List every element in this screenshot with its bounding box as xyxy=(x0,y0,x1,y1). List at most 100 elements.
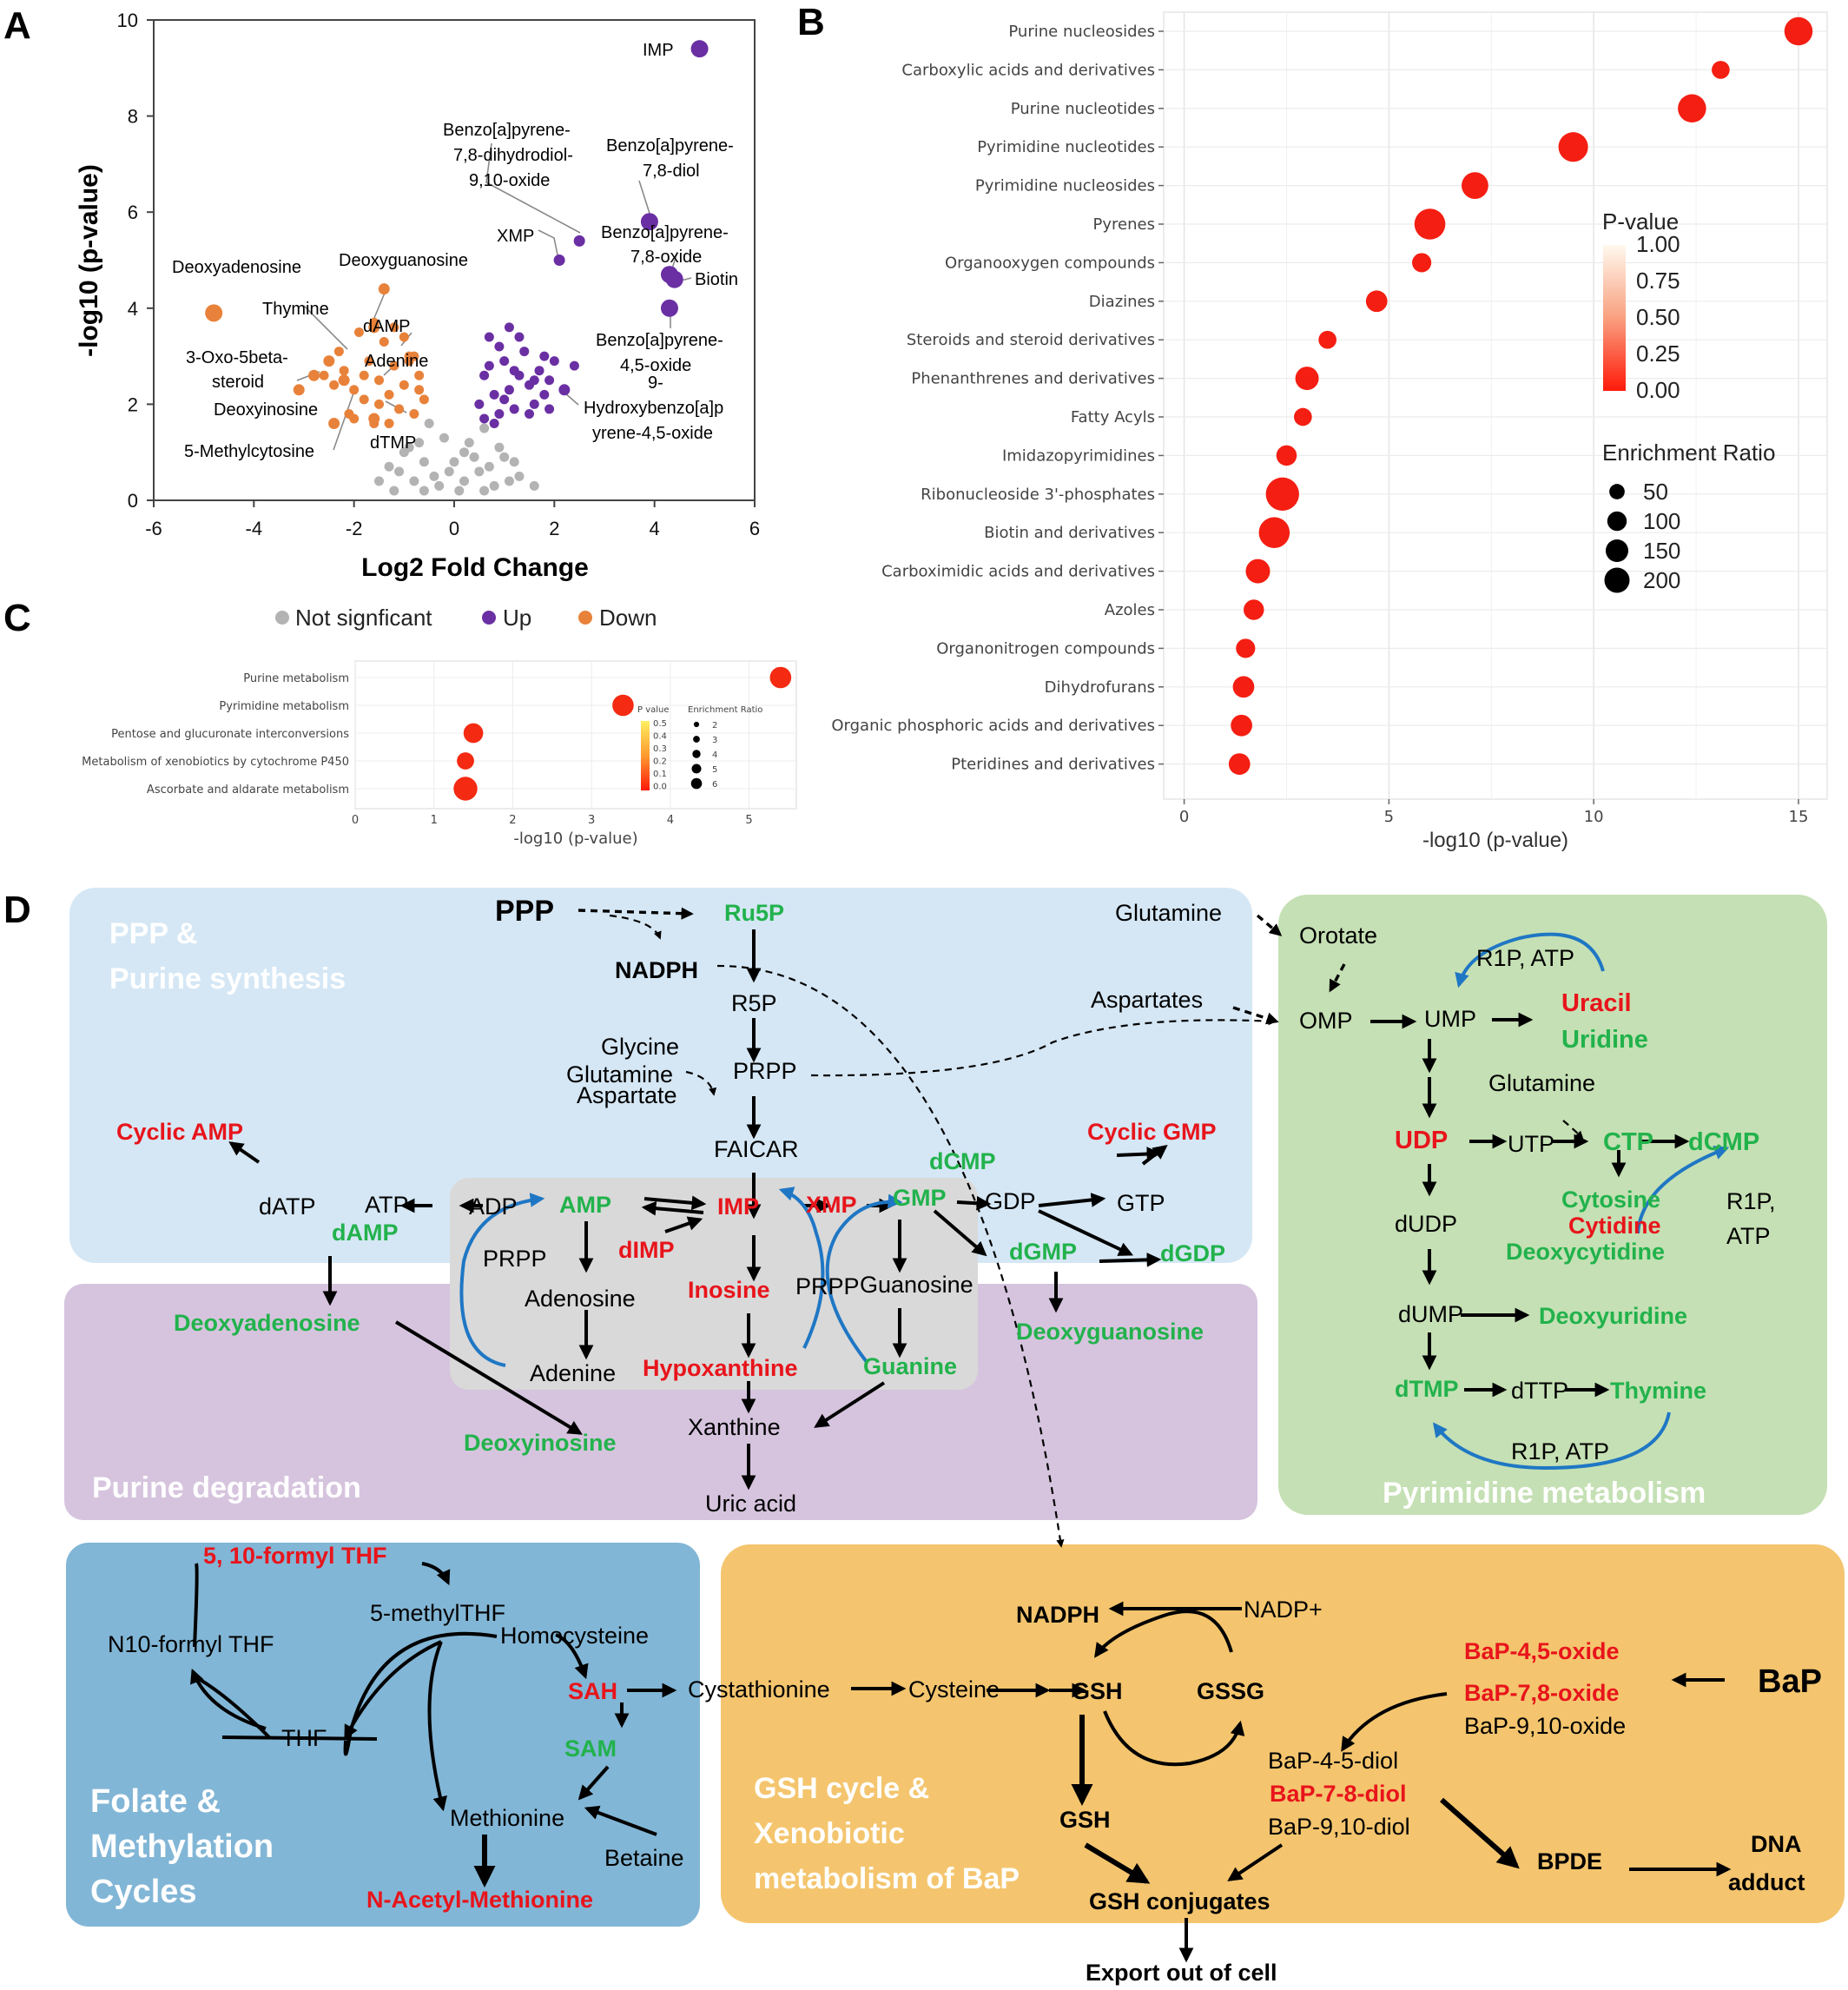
node-dna-adduct-1: DNA xyxy=(1751,1831,1802,1857)
volcano-point xyxy=(479,486,490,496)
volcano-point xyxy=(384,419,394,429)
region-label-folate-3: Cycles xyxy=(90,1874,197,1910)
node-inosine: Inosine xyxy=(688,1277,770,1303)
volcano-point xyxy=(379,337,389,347)
volcano-point xyxy=(339,366,349,376)
volcano-point xyxy=(404,356,414,367)
node-dttp: dTTP xyxy=(1511,1378,1568,1404)
volcano-point xyxy=(333,347,344,357)
volcano-point xyxy=(519,347,530,357)
volcano-labeled-point xyxy=(205,304,223,322)
enrichment-b-point xyxy=(1462,172,1488,200)
region-ppp-purine-synthesis xyxy=(69,888,1252,1263)
enrichment-c-x-tick-label: 4 xyxy=(667,814,674,827)
volcano-point xyxy=(489,389,499,400)
node-sam: SAM xyxy=(564,1735,617,1762)
enrichment-ratio-legend-dot xyxy=(1604,567,1630,593)
pvalue-colorbar xyxy=(1603,245,1626,391)
volcano-labeled-point xyxy=(323,355,335,367)
annotation-imp: IMP xyxy=(643,41,674,60)
volcano-point xyxy=(419,457,429,467)
node-r1p-atp-c: R1P, ATP xyxy=(1511,1438,1609,1464)
enrichment-ratio-legend-label: 200 xyxy=(1643,567,1680,593)
volcano-point xyxy=(349,385,360,395)
volcano-labeled-point xyxy=(328,418,340,430)
enrichment-b-point xyxy=(1245,559,1270,584)
enrichment-b-category-label: Pyrimidine nucleosides xyxy=(975,177,1155,195)
node-uracil: Uracil xyxy=(1561,989,1632,1017)
volcano-point xyxy=(459,476,470,486)
node-nadph-top: NADPH xyxy=(615,957,698,983)
volcano-labeled-point xyxy=(573,235,585,247)
node-betaine: Betaine xyxy=(604,1845,684,1871)
enrichment-c-point xyxy=(612,694,634,717)
legend-swatch-down xyxy=(578,611,592,625)
node-bap-910-oxide: BaP-9,10-oxide xyxy=(1464,1713,1626,1739)
node-gtp: GTP xyxy=(1117,1190,1165,1216)
node-510-formyl-thf: 5, 10-formyl THF xyxy=(203,1543,387,1569)
annotation-biotin: Biotin xyxy=(695,270,738,289)
node-dtmp: dTMP xyxy=(1395,1376,1459,1402)
annotation-dtmp: dTMP xyxy=(370,433,416,453)
node-deoxycytidine: Deoxycytidine xyxy=(1506,1239,1665,1265)
volcano-point xyxy=(419,486,429,496)
enrichment-c-x-tick-label: 1 xyxy=(431,814,438,827)
node-gdp: GDP xyxy=(985,1188,1036,1214)
node-thf: THF xyxy=(281,1725,327,1751)
enrichment-b-point xyxy=(1412,253,1432,273)
region-folate-methylation xyxy=(66,1543,700,1927)
c-enrichment-ratio-legend-label: 2 xyxy=(712,721,717,731)
region-gsh-xenobiotic xyxy=(721,1544,1845,1923)
region-pyrimidine-metabolism xyxy=(1278,895,1827,1515)
node-orotate: Orotate xyxy=(1299,922,1377,949)
volcano-point xyxy=(384,461,394,472)
node-r1p-atp-a: R1P, ATP xyxy=(1476,945,1574,971)
volcano-labeled-point xyxy=(690,40,709,58)
enrichment-ratio-legend-label: 150 xyxy=(1643,538,1680,564)
node-ppp: PPP xyxy=(495,895,554,928)
enrichment-b-x-axis-title: -log10 (p-value) xyxy=(1422,829,1568,852)
enrichment-b-category-label: Purine nucleosides xyxy=(1008,23,1155,41)
volcano-point xyxy=(424,419,434,429)
volcano-point xyxy=(353,327,364,337)
node-cytosine: Cytosine xyxy=(1561,1187,1660,1213)
pvalue-legend-tick: 0.50 xyxy=(1636,304,1680,330)
c-enrichment-ratio-legend-dot xyxy=(690,777,703,790)
enrichment-b-category-label: Carboximidic acids and derivatives xyxy=(881,563,1155,581)
annotation-deoxyguanosine: Deoxyguanosine xyxy=(339,251,468,270)
c-enrichment-ratio-legend-label: 3 xyxy=(712,736,717,745)
volcano-point xyxy=(529,480,539,491)
volcano-labeled-point xyxy=(293,384,305,396)
node-omp: OMP xyxy=(1299,1008,1353,1034)
volcano-points xyxy=(205,40,709,496)
enrichment-c-point xyxy=(453,777,478,801)
volcano-point xyxy=(479,370,490,380)
region-label-degradation: Purine degradation xyxy=(92,1471,361,1504)
node-glutamine-top: Glutamine xyxy=(1115,900,1222,926)
region-label-gsh-3: metabolism of BaP xyxy=(754,1862,1020,1895)
node-gsh: GSH xyxy=(1072,1678,1123,1704)
node-deoxyuridine: Deoxyuridine xyxy=(1539,1303,1687,1329)
volcano-x-tick-label: 4 xyxy=(650,518,660,539)
pvalue-legend-tick: 1.00 xyxy=(1636,231,1680,257)
annotation-deoxyinosine: Deoxyinosine xyxy=(214,400,318,420)
volcano-point xyxy=(504,476,514,486)
volcano-point xyxy=(504,322,514,333)
annotation-oxo-steroid-2: steroid xyxy=(212,373,264,392)
annotation-hydroxy-bap-2: Hydroxybenzo[a]p xyxy=(584,399,723,418)
node-homocysteine: Homocysteine xyxy=(500,1623,649,1649)
node-uric-acid: Uric acid xyxy=(705,1491,796,1517)
volcano-plot-frame xyxy=(153,19,756,501)
legend-label-not-significant: Not signficant xyxy=(295,605,432,631)
enrichment-b-category-label: Phenanthrenes and derivatives xyxy=(911,370,1155,388)
node-methionine: Methionine xyxy=(450,1805,564,1831)
volcano-x-tick-label: -6 xyxy=(145,518,162,539)
volcano-point xyxy=(479,423,490,433)
volcano-point xyxy=(474,466,485,477)
node-n10-formyl-thf: N10-formyl THF xyxy=(108,1631,274,1657)
enrichment-b-category-label: Pyrenes xyxy=(1093,215,1155,234)
annotation-hydroxy-bap-1: 9- xyxy=(648,374,663,393)
volcano-point xyxy=(414,385,425,395)
node-udp: UDP xyxy=(1395,1127,1448,1154)
volcano-point xyxy=(409,408,419,419)
